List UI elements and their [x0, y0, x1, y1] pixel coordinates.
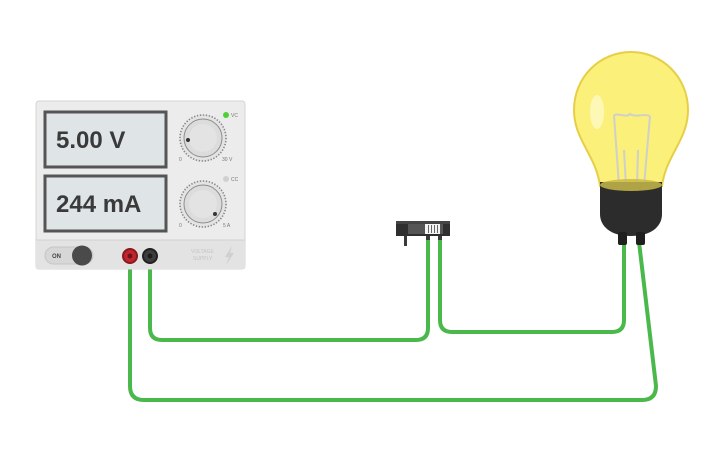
slide-switch-pin-left [404, 232, 407, 246]
slide-switch[interactable] [396, 221, 450, 246]
power-switch-label: ON [52, 254, 61, 260]
current-display-value: 244 mA [56, 191, 141, 218]
wire-switch-to-bulb[interactable] [438, 234, 626, 334]
cc-indicator-led [223, 176, 229, 182]
voltage-knob-min-label: 0 [179, 157, 182, 163]
current-display [43, 174, 168, 233]
voltage-display-value: 5.00 V [56, 127, 125, 154]
power-supply[interactable]: 5.00 V 244 mA 0 30 V VC 0 5 A CC [35, 100, 246, 270]
power-switch-knob [72, 245, 92, 266]
negative-terminal[interactable] [142, 248, 158, 264]
bulb-base [600, 182, 662, 236]
cc-indicator-label: CC [231, 177, 239, 183]
current-knob-max-label: 5 A [223, 223, 231, 229]
power-switch[interactable]: ON [44, 245, 94, 266]
current-knob-indicator [213, 212, 217, 216]
current-knob[interactable] [179, 180, 227, 228]
brand-line-1: VOLTAGE [191, 249, 215, 255]
bulb-highlight [590, 95, 604, 129]
lightning-bolt-icon [225, 246, 234, 265]
light-bulb[interactable] [572, 50, 690, 245]
voltage-display [43, 110, 168, 169]
cv-indicator-label: VC [231, 113, 238, 119]
voltage-knob[interactable] [179, 114, 227, 162]
wires [128, 234, 659, 402]
bulb-pin-left[interactable] [618, 232, 627, 245]
bulb-base-rim [600, 179, 662, 191]
positive-terminal[interactable] [122, 248, 138, 264]
wire-supply-neg-to-switch[interactable] [148, 234, 430, 342]
bulb-pin-right[interactable] [636, 232, 645, 245]
slide-switch-pin-middle [426, 234, 430, 240]
slide-switch-pin-right [438, 234, 442, 240]
bulb-filament [613, 112, 651, 187]
voltage-knob-indicator [186, 138, 190, 142]
slide-switch-top [396, 221, 450, 224]
slide-switch-actuator[interactable] [425, 224, 440, 234]
cv-indicator-led [223, 112, 229, 118]
current-knob-min-label: 0 [179, 223, 182, 229]
wire-supply-pos-to-bulb[interactable] [128, 240, 659, 402]
voltage-knob-max-label: 30 V [222, 157, 233, 163]
brand-line-2: SUPPLY [193, 256, 213, 262]
